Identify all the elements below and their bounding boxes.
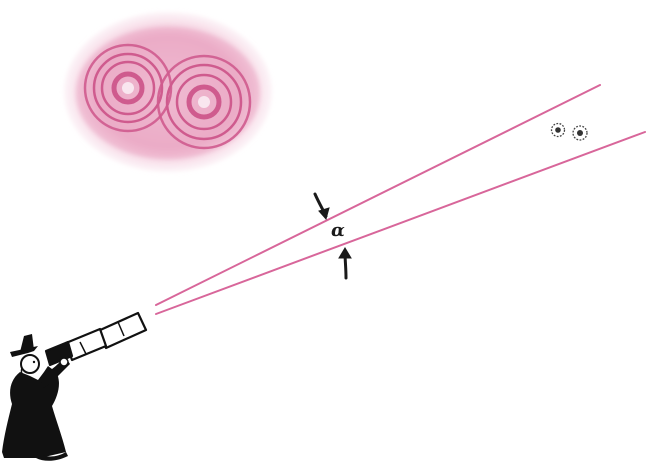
upper-arrow-icon [315, 194, 329, 219]
lower-sight-line [156, 132, 645, 314]
astronomer-hat [10, 334, 38, 357]
distant-star-left-core [555, 127, 561, 133]
telescope-icon [46, 313, 146, 365]
lower-arrow-icon [339, 248, 351, 278]
astronomer-with-telescope-icon [2, 313, 146, 461]
distant-star-right-core [577, 130, 583, 136]
magnified-double-star-icon [64, 12, 272, 172]
right-star-core [198, 96, 210, 108]
angle-alpha-label: α [331, 220, 345, 241]
left-star-core [122, 82, 134, 94]
astronomer-robe [2, 366, 66, 458]
double-star-icon [552, 124, 588, 141]
astronomer-hand [60, 358, 68, 366]
